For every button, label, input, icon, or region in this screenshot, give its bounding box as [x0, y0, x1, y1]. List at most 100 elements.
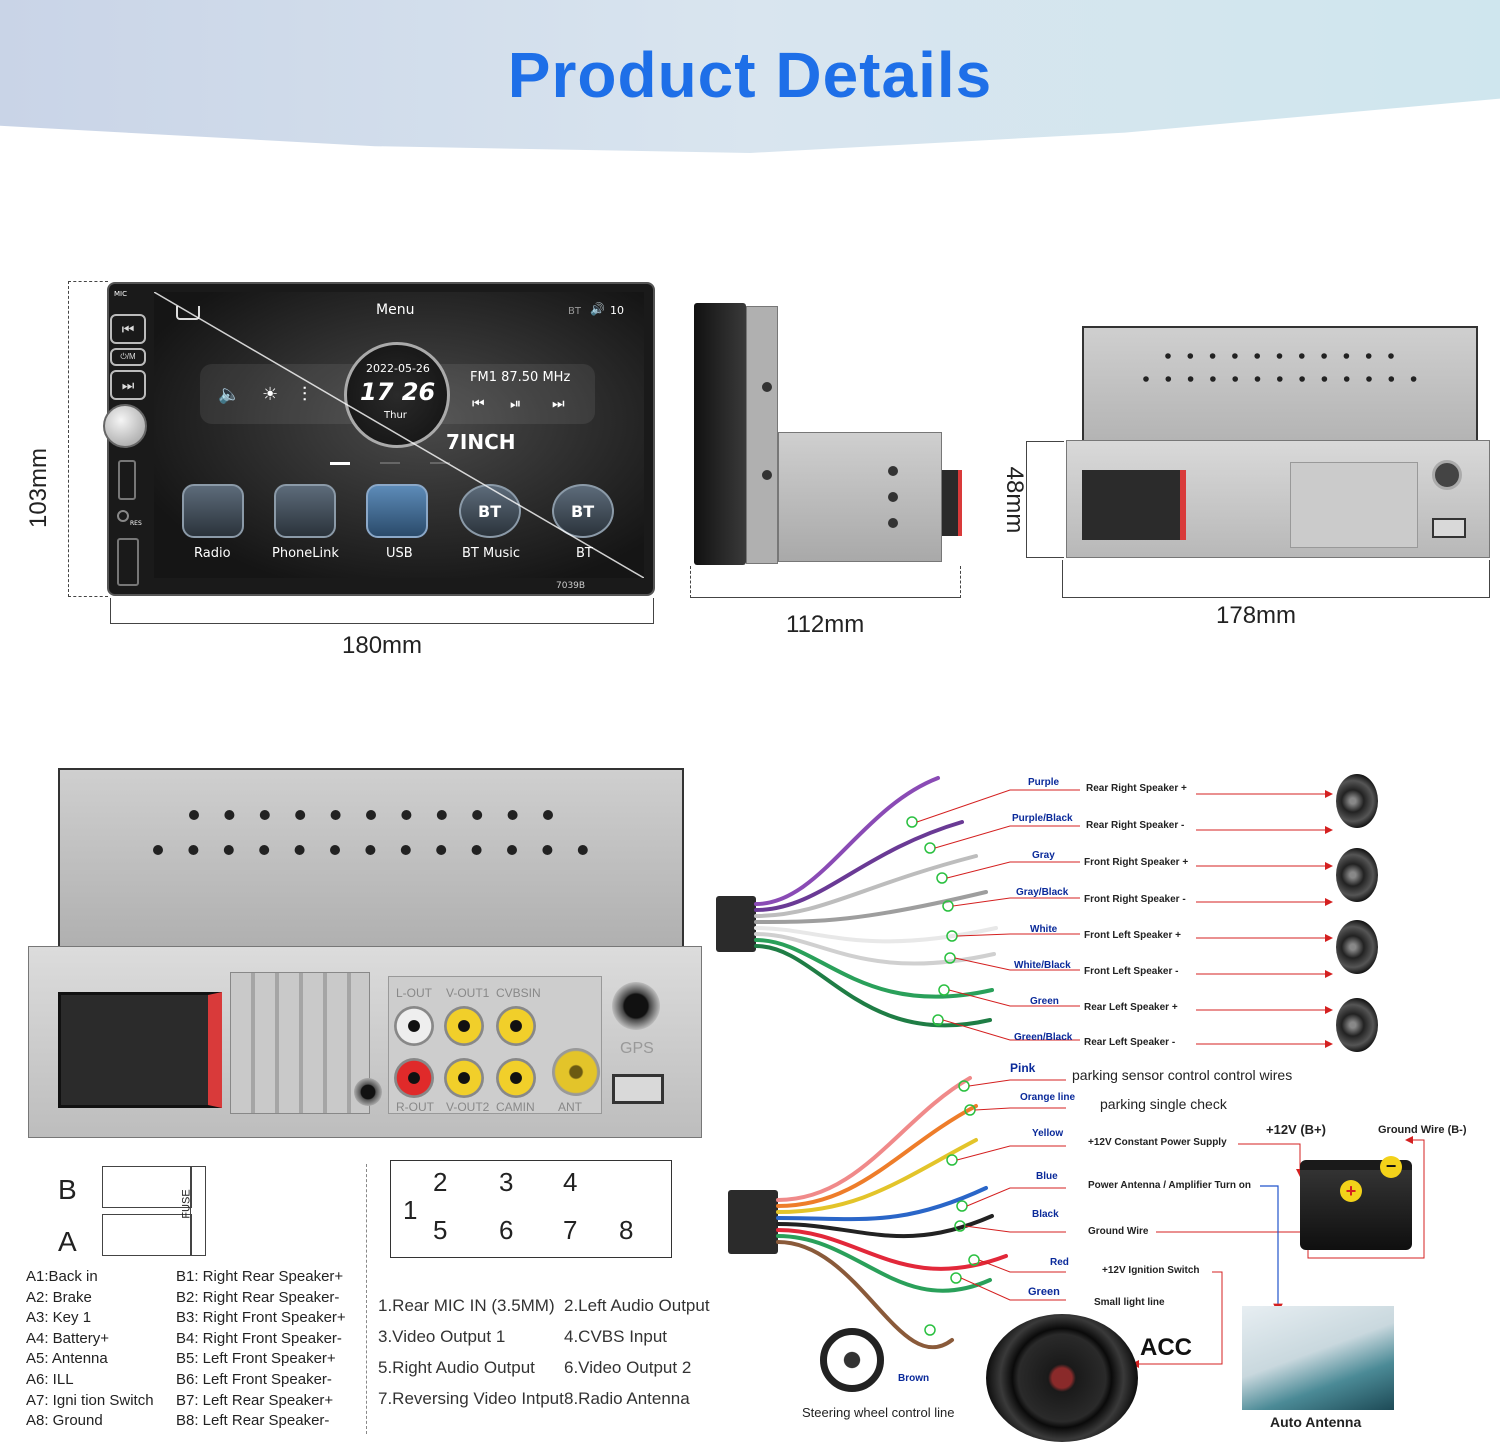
- app-label-usb: USB: [386, 546, 413, 561]
- side-view-screw: [762, 470, 772, 480]
- small-gps-port: [1432, 460, 1462, 490]
- vent-hole: [507, 845, 517, 855]
- power-wire: [776, 1214, 994, 1239]
- port-desc-1: 1.Rear MIC IN (3.5MM): [378, 1296, 555, 1315]
- bt-music-badge: BT: [478, 502, 502, 521]
- volume-icon: 🔊: [590, 302, 605, 316]
- volume-knob[interactable]: [103, 404, 147, 448]
- side-view-screw: [888, 518, 898, 528]
- leader-line: [946, 861, 1080, 879]
- app-bt-icon[interactable]: [552, 484, 614, 538]
- mic-port: [354, 1078, 382, 1106]
- speaker-icon: [1336, 920, 1378, 974]
- equalizer-icon[interactable]: ⫶: [302, 382, 307, 406]
- power-wire-desc-5: Ground Wire: [1088, 1226, 1149, 1237]
- acc-label: ACC: [1140, 1334, 1192, 1361]
- model-label: 7039B: [556, 581, 586, 591]
- steering-wheel-label: Steering wheel control line: [802, 1405, 955, 1420]
- play-pause-icon[interactable]: ⏯: [510, 396, 522, 412]
- pin-b6: B6: Left Front Speaker-: [176, 1370, 332, 1388]
- prev-icon[interactable]: ⏮: [472, 396, 485, 412]
- screen-size-label: 7INCH: [446, 430, 516, 454]
- menu-label[interactable]: Menu: [376, 302, 415, 318]
- leader-line: [960, 1277, 1066, 1301]
- wire-marker: [956, 1200, 968, 1212]
- depth-label: 112mm: [786, 611, 865, 638]
- prev-track-button[interactable]: ⏮: [110, 314, 146, 344]
- port-desc-4: 4.CVBS Input: [564, 1327, 668, 1346]
- front-dim-width-line: [110, 598, 654, 624]
- battery-icon: [1300, 1160, 1412, 1250]
- leader-line: [942, 1019, 1080, 1041]
- power-wire: [776, 1234, 992, 1293]
- vent-hole: [436, 845, 447, 855]
- leader-line: [968, 1079, 1066, 1087]
- power-wire: [776, 1076, 972, 1202]
- leader-line: [966, 1187, 1066, 1207]
- port-label-cvbsin: CVBSIN: [496, 986, 541, 1000]
- large-heatsink: [230, 972, 370, 1114]
- small-rca-panel: [1290, 462, 1418, 548]
- app-usb-icon[interactable]: [366, 484, 428, 538]
- vent-hole: [436, 810, 447, 820]
- wire-marker: [936, 872, 948, 884]
- power-wire-color-4: Blue: [1036, 1171, 1058, 1182]
- speaker-icon: [1336, 848, 1378, 902]
- next-icon[interactable]: ⏭: [552, 396, 565, 412]
- touch-screen[interactable]: Menu BT 🔊 10 🔈 ☀ ⫶ 2022-05-26 17 26 Thur…: [154, 292, 644, 578]
- vent-hole: [1165, 376, 1172, 382]
- large-back-top-cage: [58, 768, 684, 946]
- app-phonelink-icon[interactable]: [274, 484, 336, 538]
- antenna-label: Auto Antenna: [1270, 1414, 1362, 1430]
- speaker-wire-desc-6: Front Left Speaker -: [1084, 966, 1179, 977]
- speaker-wire: [754, 890, 988, 924]
- divider-line: [366, 1164, 367, 1434]
- pin-a4: A4: Battery+: [26, 1329, 109, 1347]
- power-mode-button[interactable]: ⏻/M: [110, 348, 146, 366]
- speaker-wire-color-8: Green/Black: [1014, 1032, 1073, 1043]
- vent-hole: [1321, 353, 1327, 359]
- vent-hole: [1299, 376, 1305, 382]
- wire-marker: [938, 984, 950, 996]
- next-track-button[interactable]: ⏭: [110, 370, 146, 400]
- vent-hole: [259, 845, 270, 855]
- brightness-icon[interactable]: ☀: [262, 384, 279, 405]
- power-wire: [776, 1104, 978, 1208]
- port-number-box: 1 2 3 4 5 6 7 8: [390, 1160, 672, 1258]
- ground-line: [1156, 1136, 1425, 1259]
- vent-hole: [401, 810, 412, 820]
- side-view-screw: [762, 382, 772, 392]
- battery-minus-terminal-icon: −: [1380, 1156, 1402, 1178]
- port-num-5: 5: [433, 1215, 448, 1245]
- pin-b5: B5: Left Front Speaker+: [176, 1350, 336, 1368]
- page-indicator: [330, 462, 350, 465]
- vent-hole: [1276, 353, 1283, 359]
- power-wire-color-8: Brown: [898, 1373, 930, 1384]
- speaker-icon[interactable]: 🔈: [218, 384, 241, 405]
- vent-hole: [330, 845, 340, 855]
- port-label-lout: L-OUT: [396, 986, 432, 1000]
- power-harness-plug: [728, 1190, 778, 1254]
- power-wire-color-6: Red: [1050, 1257, 1069, 1268]
- home-icon[interactable]: [176, 306, 200, 320]
- port-num-7: 7: [563, 1215, 578, 1245]
- power-wire: [776, 1138, 978, 1214]
- app-bt-music-icon[interactable]: [459, 484, 521, 538]
- app-radio-icon[interactable]: [182, 484, 244, 538]
- speaker-wire-color-2: Purple/Black: [1012, 813, 1073, 824]
- vent-hole: [189, 810, 199, 820]
- pin-a1: A1:Back in: [26, 1268, 98, 1285]
- power-wire-desc-3: +12V Constant Power Supply: [1088, 1137, 1227, 1148]
- port-label-camin: CAMIN: [496, 1100, 535, 1114]
- power-wire-color-7: Green: [1028, 1286, 1060, 1298]
- speaker-wire-desc-1: Rear Right Speaker +: [1086, 783, 1187, 794]
- speaker-wire-desc-5: Front Left Speaker +: [1084, 930, 1181, 941]
- app-label-bt: BT: [576, 546, 593, 561]
- vent-hole: [366, 810, 376, 820]
- port-label-rout: R-OUT: [396, 1100, 434, 1114]
- back-height-line: [1026, 441, 1064, 558]
- port-desc-5: 5.Right Audio Output: [378, 1358, 535, 1377]
- rca-yellow-port: [496, 1006, 536, 1046]
- battery-plus-terminal-icon: +: [1340, 1180, 1362, 1202]
- speaker-wire-color-3: Gray: [1032, 850, 1055, 861]
